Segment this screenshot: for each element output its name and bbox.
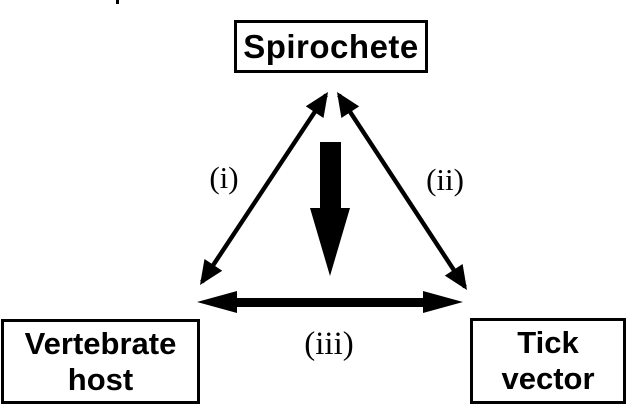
node-tick-vector: Tick vector <box>470 318 626 404</box>
edge-spirochete-vector-arrow <box>337 91 467 291</box>
edge-host-vector-arrow <box>197 291 463 313</box>
edge-label-i: (i) <box>209 160 239 195</box>
edge-host-spirochete-arrow <box>199 91 329 286</box>
node-vertebrate-host: Vertebrate host <box>1 319 200 404</box>
emphasis-down-arrow <box>310 142 350 276</box>
scan-speck <box>116 0 119 4</box>
edge-label-iii: (iii) <box>304 326 354 362</box>
edge-label-ii: (ii) <box>426 162 464 197</box>
node-spirochete: Spirochete <box>234 20 428 73</box>
